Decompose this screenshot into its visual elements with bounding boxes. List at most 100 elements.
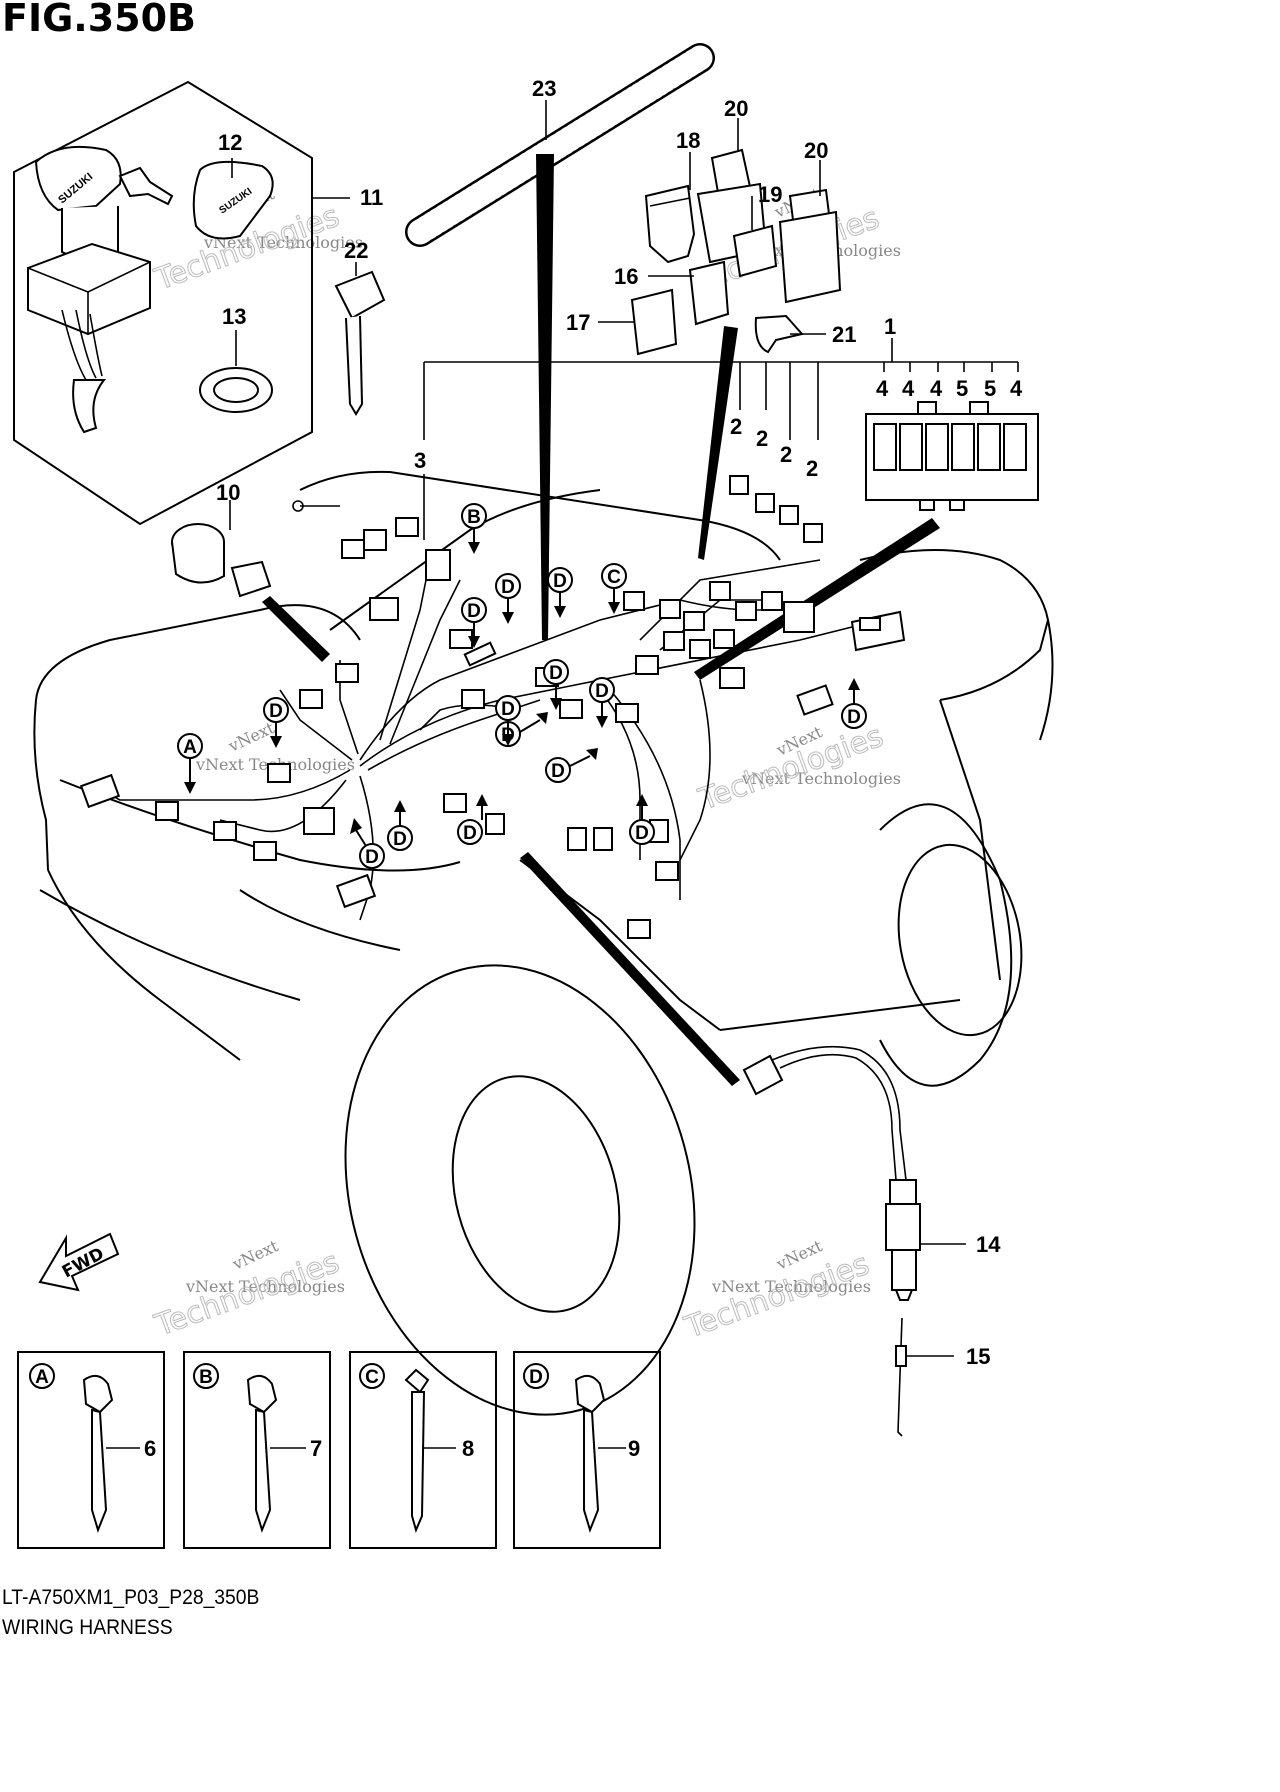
leader-14-bar	[520, 852, 740, 1086]
svg-text:D: D	[501, 699, 515, 720]
clip-marker-d2: D	[495, 573, 521, 624]
corrugated-tube-23	[405, 43, 715, 247]
callout-10: 10	[216, 480, 240, 505]
svg-text:vNext: vNext	[225, 718, 278, 756]
relay-group	[630, 148, 842, 356]
svg-text:vNext Technologies: vNext Technologies	[741, 769, 901, 788]
clip-marker-d13: D	[629, 794, 655, 845]
key-22	[334, 270, 386, 416]
svg-text:D: D	[595, 681, 609, 702]
svg-text:D: D	[365, 847, 379, 868]
clip-marker-d14: D	[841, 678, 867, 729]
svg-text:vNext Technologies: vNext Technologies	[185, 1277, 345, 1296]
callout-2a: 2	[730, 414, 742, 439]
leader-23-bar	[536, 154, 554, 640]
svg-text:B: B	[467, 507, 481, 528]
clip-marker-c: C	[601, 563, 627, 614]
callout-5a: 5	[956, 376, 968, 401]
detail-box-d: D 9	[513, 1351, 661, 1549]
watermark-low-right: vNext vNext Technologies Technologies	[679, 1236, 874, 1346]
clip-markers: A B C D D D D D D D D D D D D D	[177, 503, 867, 869]
clip-15	[895, 1317, 907, 1437]
callout-16: 16	[614, 264, 638, 289]
relay-leaders-2: 2 2 2 2	[729, 414, 823, 543]
clip-marker-d4: D	[263, 697, 289, 748]
svg-text:A: A	[183, 737, 197, 758]
callout-2d: 2	[806, 456, 818, 481]
leader-relay-bar	[698, 326, 738, 560]
clip-marker-d1: D	[461, 597, 487, 648]
svg-text:vNext Technologies: vNext Technologies	[711, 1277, 871, 1296]
svg-text:D: D	[549, 663, 563, 684]
clip-marker-a: A	[177, 733, 203, 794]
svg-text:D: D	[553, 571, 567, 592]
callout-18: 18	[676, 128, 700, 153]
callout-1: 1	[884, 314, 896, 339]
leader-10-bar	[262, 596, 330, 662]
svg-text:D: D	[529, 1367, 543, 1388]
svg-text:D: D	[393, 829, 407, 850]
figure-title: FIG.350B	[2, 0, 197, 40]
svg-text:C: C	[365, 1367, 379, 1388]
clip-marker-d3: D	[547, 567, 573, 618]
atv-body-outline	[33, 470, 1054, 1416]
clip-marker-d12: D	[457, 794, 488, 845]
svg-text:C: C	[607, 567, 621, 588]
svg-text:D: D	[467, 601, 481, 622]
svg-text:D: D	[551, 761, 565, 782]
callout-11: 11	[360, 185, 383, 210]
callout-14: 14	[976, 1232, 1001, 1257]
ignition-switch-assembly: SUZUKI SUZUKI	[13, 80, 313, 526]
callout-4d: 4	[1010, 376, 1023, 401]
callout-22: 22	[344, 238, 368, 263]
callout-4c: 4	[930, 376, 943, 401]
clip-marker-b: B	[461, 503, 487, 554]
detail-box-c: C 8	[349, 1351, 497, 1549]
fwd-direction-badge: FWD	[38, 1232, 120, 1292]
clip-marker-d9: D	[545, 748, 598, 783]
main-harness-wires	[95, 559, 881, 921]
callout-19: 19	[758, 182, 782, 207]
svg-text:D: D	[463, 823, 477, 844]
fuse-box-1	[865, 401, 1039, 511]
callout-12: 12	[218, 130, 242, 155]
clip-marker-d8: D	[495, 695, 521, 746]
fuse-callouts: 4 4 4 5 5 4	[876, 376, 1023, 401]
clip-marker-d7: D	[589, 677, 615, 728]
svg-text:A: A	[35, 1367, 49, 1388]
callout-21: 21	[832, 322, 856, 347]
callout-3: 3	[414, 448, 426, 473]
callout-17: 17	[566, 310, 590, 335]
figure-code: LT-A750XM1_P03_P28_350B	[2, 1586, 260, 1609]
clip-marker-d10: D	[387, 800, 413, 851]
callout-4b: 4	[902, 376, 915, 401]
clip-marker-d6: D	[543, 659, 569, 710]
callout-20b: 20	[804, 138, 828, 163]
harness-connectors	[79, 517, 906, 939]
figure-caption: WIRING HARNESS	[2, 1616, 173, 1639]
sensor-14	[742, 1045, 921, 1301]
detail-box-a: A 6	[17, 1351, 165, 1549]
callout-2b: 2	[756, 426, 768, 451]
svg-text:D: D	[847, 707, 861, 728]
leader-fusebox-bar	[694, 518, 940, 680]
watermark-low-left: vNext vNext Technologies Technologies	[149, 1236, 345, 1344]
svg-text:D: D	[501, 577, 515, 598]
callout-2c: 2	[780, 442, 792, 467]
watermark-mid-right: vNext vNext Technologies Technologies	[693, 718, 901, 818]
svg-text:D: D	[269, 701, 283, 722]
detail-a-part: 6	[144, 1436, 156, 1461]
detail-d-part: 9	[628, 1436, 640, 1461]
callout-4a: 4	[876, 376, 889, 401]
callout-15: 15	[966, 1344, 990, 1369]
svg-text:D: D	[635, 823, 649, 844]
detail-c-part: 8	[462, 1436, 474, 1461]
callout-13: 13	[222, 304, 246, 329]
clip-marker-d11: D	[350, 818, 385, 869]
callout-20a: 20	[724, 96, 748, 121]
connector-10	[171, 523, 272, 598]
callout-23: 23	[532, 76, 556, 101]
svg-text:B: B	[199, 1367, 213, 1388]
svg-text:vNext Technologies: vNext Technologies	[203, 233, 363, 252]
